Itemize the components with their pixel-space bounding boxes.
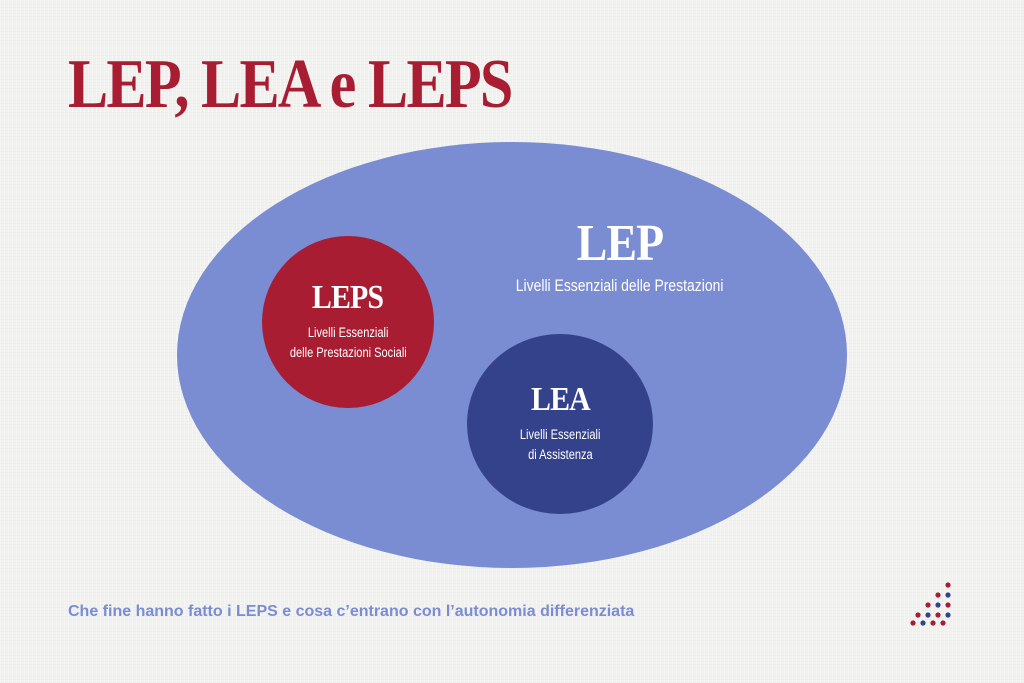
page-title: LEP, LEA e LEPS <box>68 46 513 123</box>
lep-label-group: LEP Livelli Essenziali delle Prestazioni <box>490 218 750 296</box>
leps-description-line2: delle Prestazioni Sociali <box>289 345 407 360</box>
dot-grid-logo-icon <box>910 582 951 626</box>
lea-acronym: LEA <box>530 381 591 418</box>
leps-description-line1: Livelli Essenziali <box>307 325 389 340</box>
footer-caption: Che fine hanno fatto i LEPS e cosa c’ent… <box>68 603 635 620</box>
lea-description-line2: di Assistenza <box>527 447 593 462</box>
lep-acronym: LEP <box>576 215 664 272</box>
leps-circle: LEPS Livelli Essenziali delle Prestazion… <box>262 236 434 408</box>
lea-circle: LEA Livelli Essenziali di Assistenza <box>467 334 653 514</box>
lea-description-line1: Livelli Essenziali <box>519 427 601 442</box>
leps-acronym: LEPS <box>312 279 384 316</box>
lep-description: Livelli Essenziali delle Prestazioni <box>516 276 724 295</box>
